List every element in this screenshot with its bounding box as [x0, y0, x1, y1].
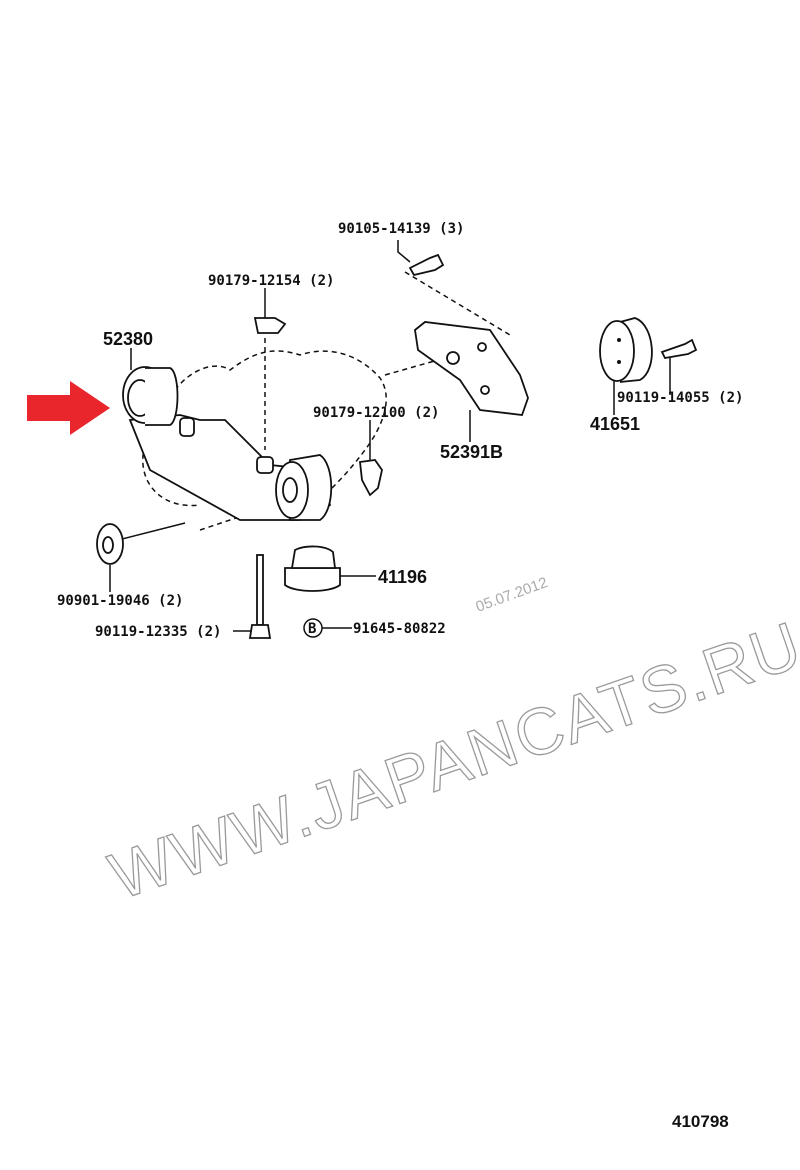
label-41196: 41196 — [378, 567, 427, 587]
label-90179-12100: 90179-12100 (2) — [313, 405, 439, 421]
label-90119-12335: 90119-12335 (2) — [95, 624, 221, 640]
leader-lines — [109, 240, 671, 632]
red-arrow-icon — [27, 381, 110, 435]
bracket-52391B — [414, 321, 529, 416]
dash-line — [404, 271, 511, 336]
bolt-90119-12335 — [248, 554, 272, 639]
watermark: WWW.JAPANCATS.RU — [100, 607, 800, 913]
bushing-41651 — [599, 317, 653, 383]
bolt-90119-14055 — [660, 338, 698, 360]
dash-line — [384, 357, 446, 376]
bolt-90901-19046 — [96, 522, 186, 565]
label-52391B: 52391B — [440, 442, 503, 462]
label-91645-80822: 91645-80822 — [353, 621, 446, 637]
body-outline — [174, 350, 387, 491]
nut-90179-12154 — [253, 317, 287, 334]
label-90105-14139: 90105-14139 (3) — [338, 221, 464, 237]
label-52380: 52380 — [103, 329, 153, 349]
diagram-number: 410798 — [672, 1112, 729, 1131]
bolt-90105-14139 — [408, 253, 445, 277]
lower-arm-52380 — [122, 366, 333, 521]
b-marker: B — [308, 621, 316, 637]
b-marker-circle — [303, 618, 323, 638]
body-outline-lower — [142, 444, 201, 507]
label-41651: 41651 — [590, 414, 640, 434]
label-90901-19046: 90901-19046 (2) — [57, 593, 183, 609]
nut-90179-12100 — [359, 459, 383, 497]
date-stamp: 05.07.2012 — [474, 574, 550, 616]
label-90119-14055: 90119-14055 (2) — [617, 390, 743, 406]
label-90179-12154: 90179-12154 (2) — [208, 273, 334, 289]
stopper-41196 — [284, 545, 341, 592]
